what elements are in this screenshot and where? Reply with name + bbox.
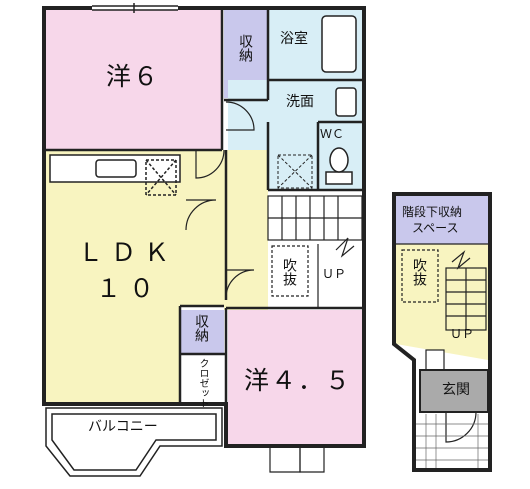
room-label-storage-mid: 収納 — [193, 314, 209, 342]
room-label-storage-top: 収納 — [237, 34, 253, 62]
label-up-main: ＵＰ — [322, 267, 347, 281]
stair-area-fill — [268, 190, 362, 310]
balcony-outline — [45, 407, 223, 477]
label-up-tower: ＵＰ — [450, 327, 475, 341]
stair-tower-walls — [392, 192, 492, 472]
label-entrance: 玄関 — [442, 382, 470, 398]
kitchen-counter — [49, 154, 181, 196]
storage-mid-fill — [180, 310, 224, 354]
porch-grid — [416, 414, 488, 468]
closet-fill — [180, 354, 224, 404]
room-label-bath: 浴室 — [280, 31, 308, 47]
label-understair-1: 階段下収納 — [402, 205, 463, 219]
room-label-washroom: 洗面 — [286, 94, 314, 110]
room-label-western-45: 洋４．５ — [244, 366, 353, 395]
label-balcony: バルコニー — [88, 419, 158, 435]
room-label-closet: クロゼット — [197, 358, 208, 408]
bathtub — [321, 15, 357, 73]
doors — [185, 101, 325, 473]
room-label-ldk: ＬＤＫ — [78, 238, 178, 267]
stair-tower-inner — [396, 243, 489, 443]
toilet — [325, 147, 353, 185]
stairs-main — [267, 195, 363, 308]
room-label-ldk-size: １０ — [96, 274, 163, 303]
wash-basin — [335, 87, 357, 117]
entrance-fill — [420, 370, 488, 412]
label-fukinuke-tower: 吹抜 — [411, 258, 427, 286]
stairwell-fill — [396, 244, 488, 360]
room-western-45-fill — [228, 310, 362, 444]
room-western-6-fill — [46, 10, 222, 150]
windows — [92, 3, 178, 13]
label-understair-2: スペース — [412, 221, 459, 235]
room-label-western-6: 洋６ — [106, 62, 161, 91]
hall-fill — [224, 150, 268, 310]
room-label-wc: ＷＣ — [320, 127, 345, 141]
understair-fill — [396, 196, 488, 244]
label-fukinuke-main: 吹抜 — [281, 258, 297, 286]
inner-walls — [44, 10, 362, 446]
fridge-space — [277, 154, 313, 189]
